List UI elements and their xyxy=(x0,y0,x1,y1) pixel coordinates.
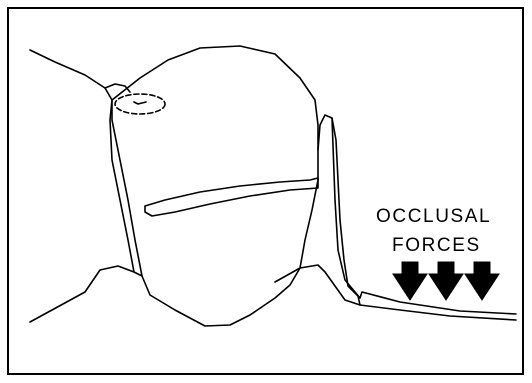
crown-margin-line xyxy=(145,178,318,216)
force-arrow-3 xyxy=(465,262,499,300)
left-tooth xyxy=(30,50,134,272)
main-tooth xyxy=(112,46,318,326)
label-forces: FORCES xyxy=(392,235,481,256)
force-arrow-2 xyxy=(429,262,463,300)
right-post xyxy=(318,115,358,296)
label-occlusal: OCCLUSAL xyxy=(376,206,491,227)
force-arrows xyxy=(393,262,499,300)
contact-mark xyxy=(134,102,146,104)
force-arrow-1 xyxy=(393,262,427,300)
figure-border xyxy=(8,8,523,374)
